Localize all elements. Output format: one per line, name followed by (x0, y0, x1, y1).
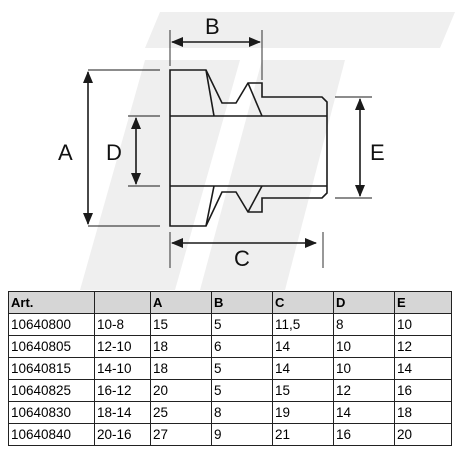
cell-a: 25 (150, 401, 212, 424)
header-d: D (333, 291, 395, 314)
header-a: A (150, 291, 212, 314)
table-row: 10640800 10-8 15 5 11,5 8 10 (8, 313, 452, 336)
cell-size: 16-12 (94, 379, 151, 402)
cell-c: 14 (272, 335, 334, 358)
cell-b: 8 (211, 401, 273, 424)
header-e: E (394, 291, 452, 314)
header-b: B (211, 291, 273, 314)
cell-a: 15 (150, 313, 212, 336)
table-row: 10640825 16-12 20 5 15 12 16 (8, 379, 452, 402)
header-art: Art. (8, 291, 95, 314)
cell-a: 18 (150, 335, 212, 358)
cell-e: 20 (394, 423, 452, 446)
cell-b: 5 (211, 313, 273, 336)
cell-d: 10 (333, 335, 395, 358)
cell-e: 14 (394, 357, 452, 380)
cell-size: 12-10 (94, 335, 151, 358)
extension-lines (88, 30, 372, 268)
cell-b: 6 (211, 335, 273, 358)
cell-a: 27 (150, 423, 212, 446)
cell-art: 10640840 (8, 423, 95, 446)
cell-d: 16 (333, 423, 395, 446)
cell-d: 14 (333, 401, 395, 424)
cell-b: 5 (211, 357, 273, 380)
cell-d: 8 (333, 313, 395, 336)
table-header-row: Art. A B C D E (8, 291, 452, 314)
table-row: 10640805 12-10 18 6 14 10 12 (8, 335, 452, 358)
cell-art: 10640815 (8, 357, 95, 380)
dimension-label-c: C (234, 246, 250, 271)
fitting-outline (169, 69, 328, 227)
cell-size: 14-10 (94, 357, 151, 380)
dimension-label-d: D (106, 140, 122, 165)
cell-c: 15 (272, 379, 334, 402)
cell-e: 10 (394, 313, 452, 336)
table-row: 10640830 18-14 25 8 19 14 18 (8, 401, 452, 424)
header-c: C (272, 291, 334, 314)
cell-d: 12 (333, 379, 395, 402)
cell-a: 18 (150, 357, 212, 380)
dimension-label-e: E (370, 140, 385, 165)
dimension-label-b: B (205, 14, 220, 39)
cell-art: 10640805 (8, 335, 95, 358)
header-size (94, 291, 151, 314)
cell-e: 18 (394, 401, 452, 424)
cell-b: 5 (211, 379, 273, 402)
cell-size: 18-14 (94, 401, 151, 424)
cell-d: 10 (333, 357, 395, 380)
table-row: 10640840 20-16 27 9 21 16 20 (8, 423, 452, 446)
cell-art: 10640825 (8, 379, 95, 402)
spec-table: Art. A B C D E 10640800 10-8 15 5 11,5 8… (8, 291, 452, 446)
cell-a: 20 (150, 379, 212, 402)
cell-e: 12 (394, 335, 452, 358)
cell-art: 10640830 (8, 401, 95, 424)
dimension-arrows (83, 37, 365, 248)
dimension-label-a: A (58, 140, 73, 165)
cell-c: 11,5 (272, 313, 334, 336)
cell-c: 21 (272, 423, 334, 446)
cell-b: 9 (211, 423, 273, 446)
cell-size: 10-8 (94, 313, 151, 336)
cell-c: 19 (272, 401, 334, 424)
cell-c: 14 (272, 357, 334, 380)
table-row: 10640815 14-10 18 5 14 10 14 (8, 357, 452, 380)
cell-size: 20-16 (94, 423, 151, 446)
cell-e: 16 (394, 379, 452, 402)
cell-art: 10640800 (8, 313, 95, 336)
technical-drawing: B A D E C (58, 12, 455, 290)
